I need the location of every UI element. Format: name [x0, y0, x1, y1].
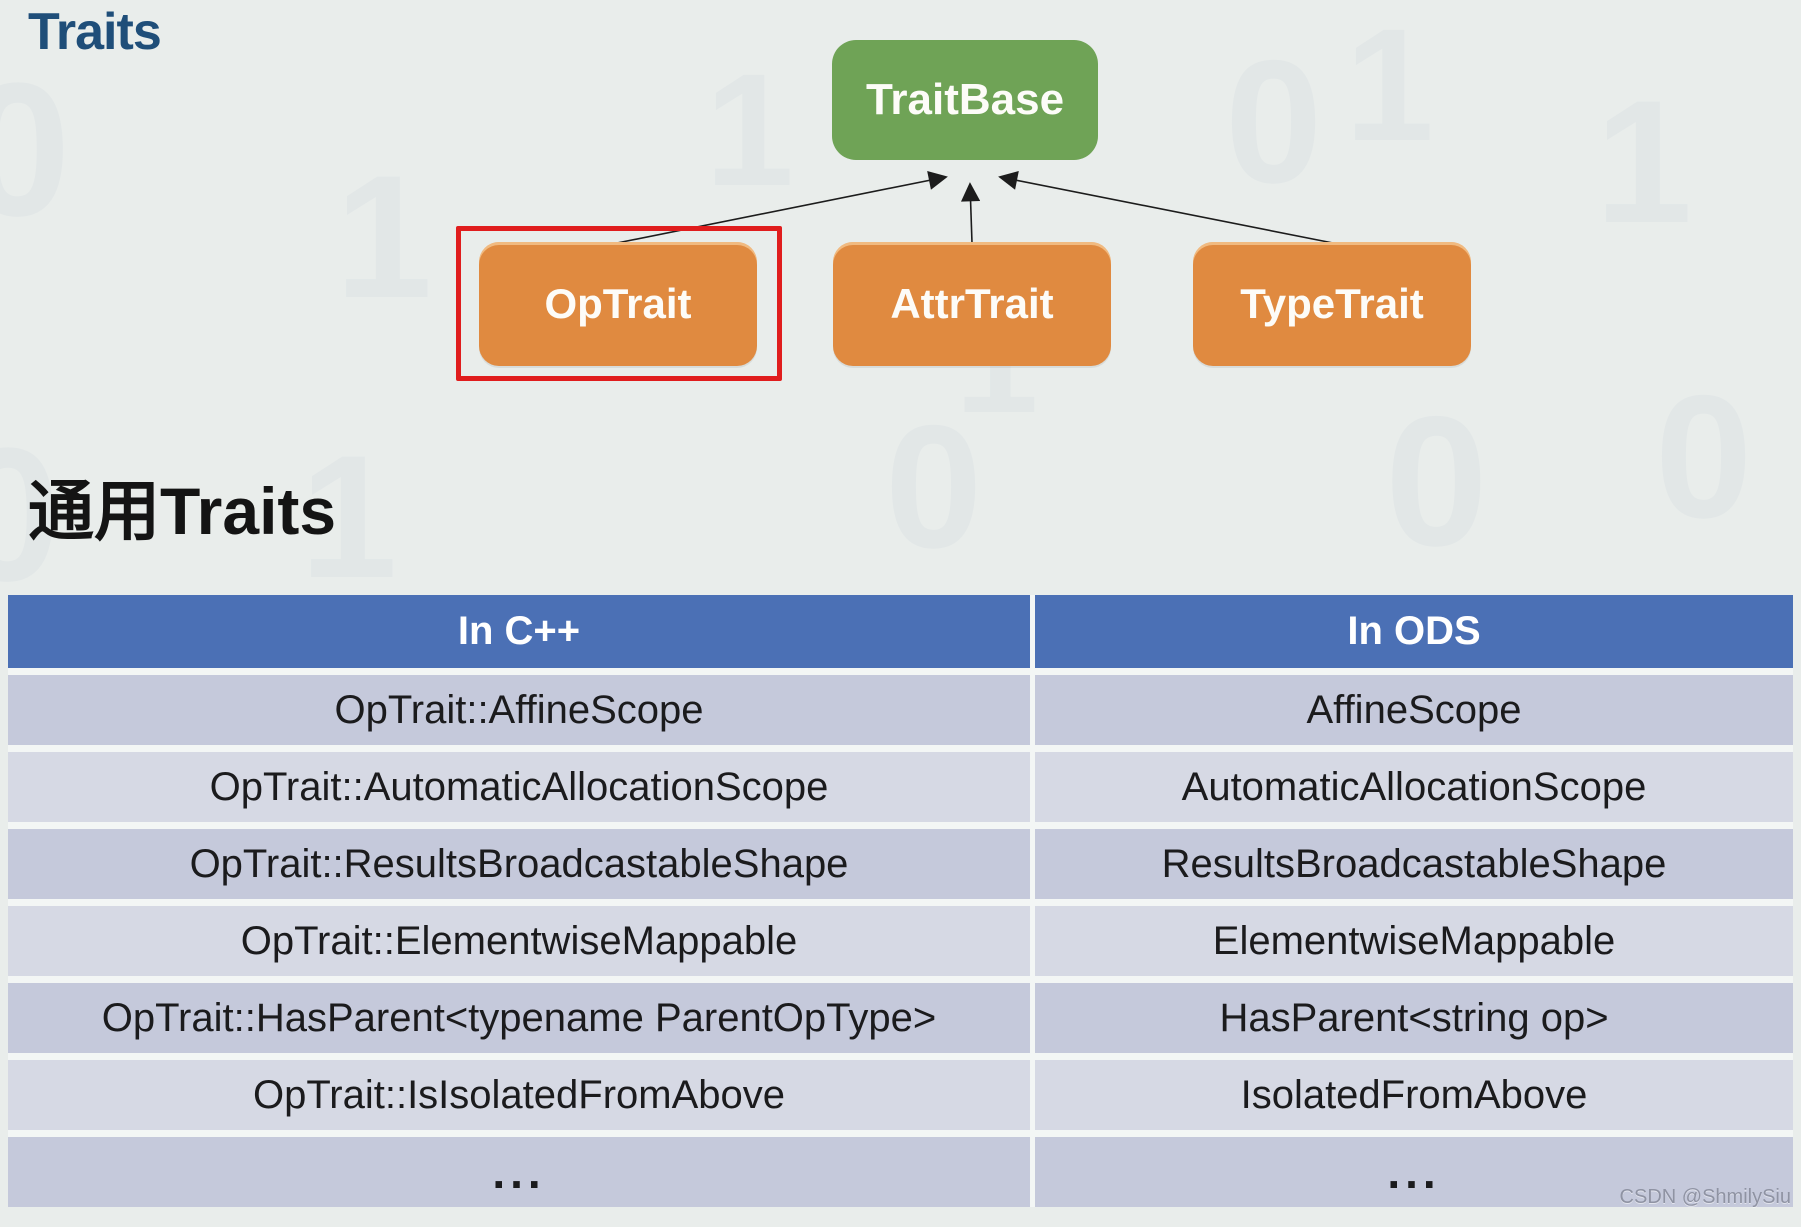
table-cell: ... — [8, 1137, 1030, 1207]
table-header-in-ods: In ODS — [1035, 595, 1793, 668]
background-digit: 0 — [1655, 360, 1753, 555]
table-cell: ElementwiseMappable — [1035, 906, 1793, 976]
traits-table: In C++ In ODS OpTrait::AffineScope Affin… — [8, 595, 1793, 1207]
table-cell: OpTrait::AffineScope — [8, 675, 1030, 745]
table-header-in-cpp: In C++ — [8, 595, 1030, 668]
table-row: OpTrait::AutomaticAllocationScope Automa… — [8, 752, 1793, 822]
diagram-node-typetrait: TypeTrait — [1193, 242, 1471, 366]
csdn-watermark: CSDN @ShmilySiu — [1619, 1186, 1791, 1208]
background-digit: 1 — [1345, 0, 1434, 174]
table-cell: OpTrait::AutomaticAllocationScope — [8, 752, 1030, 822]
background-digit: 1 — [1595, 65, 1693, 260]
inheritance-arrow-typetrait — [998, 170, 1334, 244]
table-row-ellipsis: ... ... — [8, 1137, 1793, 1207]
background-digit: 1 — [335, 140, 433, 335]
table-cell: HasParent<string op> — [1035, 983, 1793, 1053]
table-row: OpTrait::IsIsolatedFromAbove IsolatedFro… — [8, 1060, 1793, 1130]
diagram-node-attrtrait: AttrTrait — [833, 242, 1111, 366]
table-header-row: In C++ In ODS — [8, 595, 1793, 668]
background-digit: 1 — [705, 40, 794, 219]
background-digit: 1 — [300, 420, 398, 615]
table-cell: OpTrait::IsIsolatedFromAbove — [8, 1060, 1030, 1130]
section-heading: 通用Traits — [28, 474, 337, 548]
diagram-node-label: OpTrait — [544, 280, 692, 327]
inheritance-arrow-optrait — [616, 170, 948, 244]
table-row: OpTrait::ResultsBroadcastableShape Resul… — [8, 829, 1793, 899]
table-cell: OpTrait::HasParent<typename ParentOpType… — [8, 983, 1030, 1053]
table-row: OpTrait::ElementwiseMappable Elementwise… — [8, 906, 1793, 976]
table-cell: IsolatedFromAbove — [1035, 1060, 1793, 1130]
background-digit: 0 — [0, 409, 61, 621]
diagram-node-label: TraitBase — [865, 75, 1065, 124]
table-row: OpTrait::HasParent<typename ParentOpType… — [8, 983, 1793, 1053]
table-cell: ... — [1035, 1137, 1793, 1207]
table-cell: AutomaticAllocationScope — [1035, 752, 1793, 822]
table-cell: AffineScope — [1035, 675, 1793, 745]
background-digit: 0 — [1225, 25, 1323, 220]
diagram-node-traitbase: TraitBase — [832, 40, 1098, 160]
table-cell: OpTrait::ResultsBroadcastableShape — [8, 829, 1030, 899]
table-cell: OpTrait::ElementwiseMappable — [8, 906, 1030, 976]
optrait-highlight-box — [456, 226, 782, 381]
inheritance-arrow-attrtrait — [960, 182, 981, 244]
background-digit: 0 — [0, 44, 71, 256]
page-title: Traits — [28, 3, 162, 61]
diagram-node-label: AttrTrait — [890, 280, 1054, 327]
table-cell: ResultsBroadcastableShape — [1035, 829, 1793, 899]
table-row: OpTrait::AffineScope AffineScope — [8, 675, 1793, 745]
inheritance-arrows — [616, 170, 1334, 244]
diagram-node-label: TypeTrait — [1240, 280, 1424, 327]
diagram-node-optrait: OpTrait — [479, 242, 757, 366]
background-digit: 0 — [1385, 379, 1488, 585]
background-digit: 0 — [885, 390, 983, 585]
